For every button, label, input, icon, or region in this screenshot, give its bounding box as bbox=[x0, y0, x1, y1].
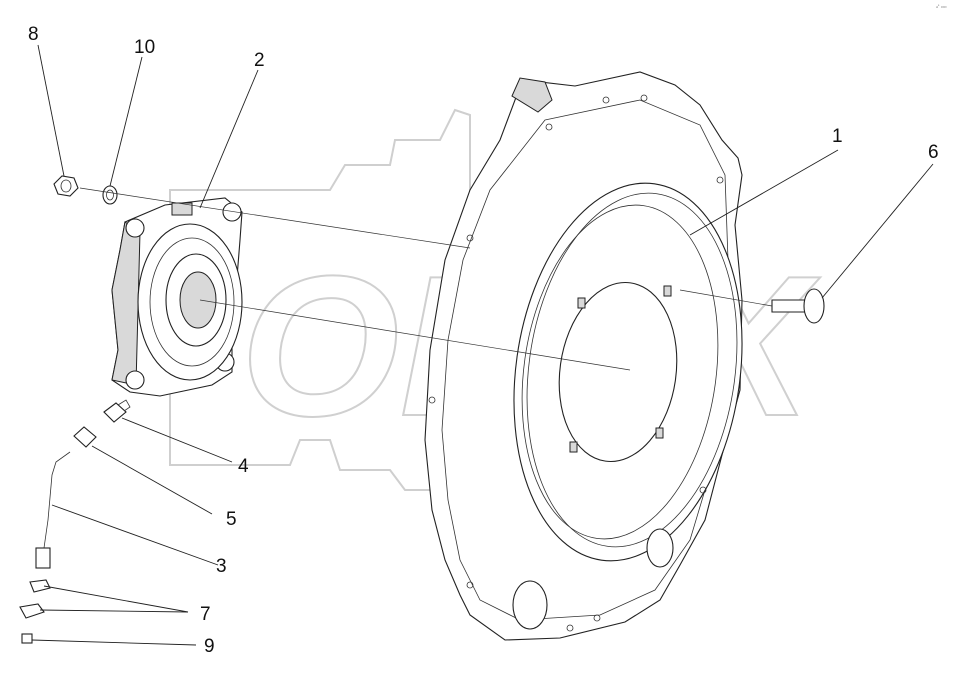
leader-7b bbox=[39, 609, 189, 613]
leader-9 bbox=[31, 639, 197, 646]
axis-nut-to-housing bbox=[79, 187, 471, 249]
part-1-housing-cover bbox=[424, 71, 743, 641]
housing-bell-step bbox=[526, 192, 738, 548]
callout-2: 2 bbox=[254, 50, 265, 71]
flange-ear-top-right bbox=[222, 202, 242, 222]
flange-side-face bbox=[111, 221, 141, 386]
part-7-fittings bbox=[19, 579, 51, 619]
flange-ear-bottom-left bbox=[125, 370, 145, 390]
housing-bolt-hole-9 bbox=[566, 624, 574, 632]
nut-body bbox=[53, 175, 79, 197]
leader-10 bbox=[109, 56, 143, 187]
leader-7a bbox=[43, 585, 189, 613]
leader-3 bbox=[51, 504, 219, 566]
nut-bore bbox=[60, 179, 72, 193]
callout-8: 8 bbox=[28, 24, 39, 45]
housing-slot-1 bbox=[577, 297, 586, 309]
housing-bolt-hole-1 bbox=[545, 123, 553, 131]
housing-bolt-hole-5 bbox=[466, 234, 474, 242]
fitting-body bbox=[103, 402, 127, 423]
leader-4 bbox=[121, 417, 233, 463]
bolt-shank bbox=[771, 299, 809, 313]
housing-bolt-hole-6 bbox=[428, 396, 436, 404]
screw-head bbox=[21, 633, 33, 644]
leader-8 bbox=[37, 44, 65, 177]
callout-6: 6 bbox=[928, 142, 939, 163]
housing-slot-2 bbox=[663, 285, 672, 297]
part-10-washer bbox=[102, 185, 118, 205]
housing-flange-inner-edge bbox=[441, 99, 729, 621]
callout-4: 4 bbox=[238, 456, 249, 477]
leader-2 bbox=[199, 69, 259, 209]
housing-bolt-hole-4 bbox=[716, 176, 724, 184]
part-3-tube bbox=[35, 451, 71, 569]
callout-5: 5 bbox=[226, 509, 237, 530]
axis-flange-to-housing bbox=[199, 299, 631, 371]
callout-1: 1 bbox=[832, 126, 843, 147]
flange-bore bbox=[179, 271, 217, 329]
housing-slot-4 bbox=[655, 427, 664, 439]
part-2-bearing-flange bbox=[111, 197, 243, 397]
housing-bell-inner bbox=[521, 204, 719, 540]
flange-hub-ring bbox=[149, 237, 235, 367]
tube-line bbox=[43, 451, 71, 549]
callout-7: 7 bbox=[200, 604, 211, 625]
housing-bolt-hole-8 bbox=[466, 581, 474, 589]
corner-mark: ᵊ˚ ᵒᵒᵒ bbox=[936, 4, 947, 11]
housing-mount-tab bbox=[511, 77, 553, 113]
leader-1 bbox=[689, 149, 839, 236]
callout-9: 9 bbox=[204, 636, 215, 657]
part-5-sleeve bbox=[73, 426, 97, 448]
leader-lines bbox=[31, 44, 934, 646]
housing-bolt-hole-7 bbox=[699, 486, 707, 494]
callout-10: 10 bbox=[134, 37, 155, 58]
leader-6 bbox=[821, 163, 934, 299]
housing-lower-hole-right bbox=[646, 528, 674, 568]
part-8-nut bbox=[53, 175, 79, 197]
housing-bolt-hole-3 bbox=[640, 94, 648, 102]
washer-inner bbox=[106, 189, 114, 201]
flange-ear-top-left bbox=[125, 218, 145, 238]
tube-ferrule bbox=[35, 547, 51, 569]
assembly-axes bbox=[79, 187, 773, 371]
callout-labels: 1 2 3 4 5 6 7 8 9 10 bbox=[28, 24, 939, 657]
housing-lower-hole-left bbox=[512, 580, 548, 630]
fitting-7-lower bbox=[19, 603, 45, 619]
housing-center-bore bbox=[558, 281, 678, 463]
washer-outer bbox=[102, 185, 118, 205]
housing-bolt-hole-10 bbox=[593, 614, 601, 622]
bolt-head bbox=[803, 288, 825, 324]
fitting-7-upper bbox=[29, 579, 51, 593]
part-9-screw bbox=[21, 633, 33, 644]
axis-bolt-to-housing bbox=[679, 289, 773, 307]
callout-3: 3 bbox=[216, 556, 227, 577]
part-6-bolt bbox=[771, 288, 825, 324]
leader-5 bbox=[91, 445, 213, 515]
part-4-fitting bbox=[103, 399, 131, 423]
fitting-tip bbox=[117, 399, 131, 412]
housing-slot-3 bbox=[569, 441, 578, 453]
sleeve-body bbox=[73, 426, 97, 448]
housing-bolt-hole-2 bbox=[602, 96, 610, 104]
flange-top-boss bbox=[171, 202, 193, 216]
